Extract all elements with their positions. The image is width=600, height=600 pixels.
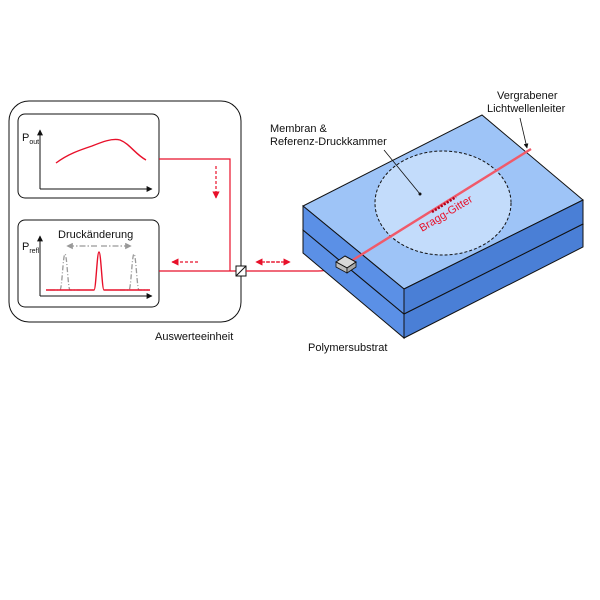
reflection-peak	[46, 251, 150, 291]
svg-text:Pout: Pout	[22, 132, 39, 146]
evaluation-unit-label: Auswerteeinheit	[155, 331, 233, 343]
p-out-panel: Pout	[17, 113, 160, 199]
p-out-label: P	[22, 132, 29, 144]
membrane-label-line2: Referenz-Druckkammer	[270, 136, 387, 148]
fiber-to-output-plot	[159, 158, 231, 271]
buried-waveguide	[347, 147, 532, 265]
p-out-curve	[55, 138, 147, 164]
leader-membrane	[383, 149, 421, 195]
polymer-substrate-label: Polymersubstrat	[308, 342, 387, 354]
p-out-subscript: out	[29, 139, 39, 146]
waveguide-label-line1: Vergrabener	[497, 90, 558, 102]
p-refl-subscript: refl	[29, 248, 39, 255]
svg-text:Prefl: Prefl	[22, 241, 40, 255]
pressure-change-label: Druckänderung	[58, 229, 133, 241]
p-refl-panel: Druckänderung Prefl	[17, 219, 160, 308]
leader-waveguide	[519, 117, 529, 149]
reflection-peak-right-dashed	[120, 253, 148, 291]
waveguide-label-line2: Lichtwellenleiter	[487, 103, 566, 115]
reflection-peak-left-dashed	[50, 253, 80, 291]
p-refl-label: P	[22, 241, 29, 253]
membrane-label-line1: Membran &	[270, 123, 328, 135]
bragg-grating-marks	[431, 195, 457, 214]
beam-splitter	[235, 265, 247, 277]
